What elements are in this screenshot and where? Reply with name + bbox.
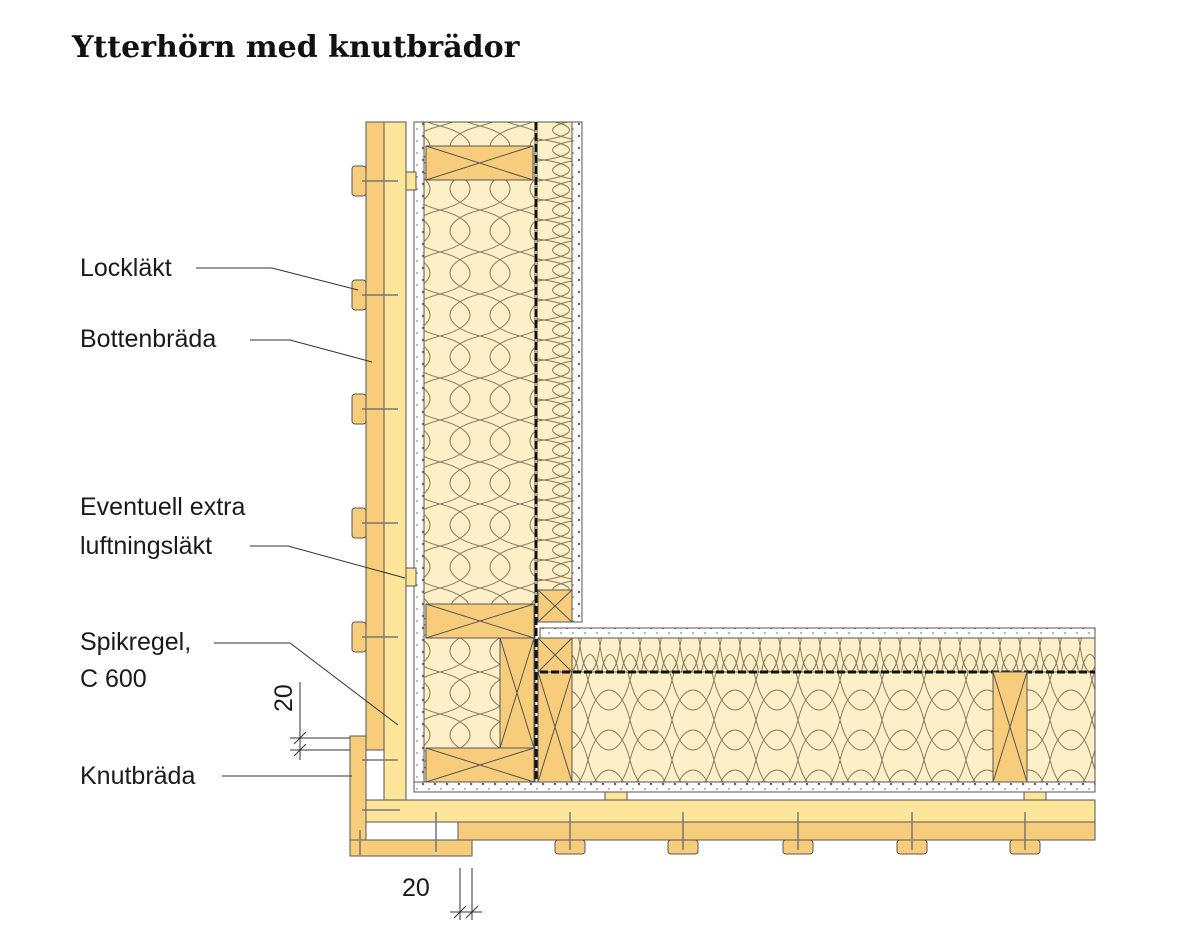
dimension-horizontal: 20 <box>402 874 430 902</box>
bottenbrada-vertical <box>365 121 385 751</box>
knutbrada-horizontal <box>349 839 473 857</box>
label-spikregel-line2: C 600 <box>80 665 147 693</box>
diagram-title: Ytterhörn med knutbrädor <box>72 30 520 65</box>
label-knutbrada: Knutbräda <box>80 762 196 790</box>
bottenbrada-horizontal <box>457 821 1096 841</box>
label-extra-line2: luftningsläkt <box>80 532 213 560</box>
spikregel-horizontal <box>365 799 1096 823</box>
label-locklakt: Lockläkt <box>80 254 172 282</box>
inner-board-horizontal <box>539 627 1096 639</box>
inner-insulation-horizontal <box>571 637 1096 673</box>
gypsum-board-vertical <box>413 121 425 793</box>
label-extra-line1: Eventuell extra <box>80 493 246 521</box>
label-bottenbrada: Bottenbräda <box>80 325 217 353</box>
inner-board-vertical <box>571 121 583 623</box>
gypsum-board-horizontal <box>413 781 1096 793</box>
knutbrada-vertical <box>349 735 367 857</box>
label-spikregel-line1: Spikregel, <box>80 628 192 656</box>
inner-insulation-vertical <box>536 121 573 603</box>
spikregel-vertical <box>383 121 407 803</box>
